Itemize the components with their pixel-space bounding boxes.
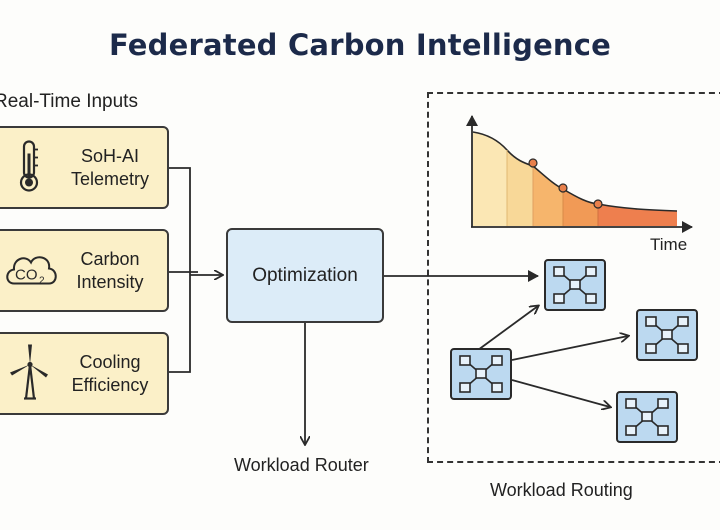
network-node-icon [544, 259, 606, 311]
workload-routing-frame [427, 92, 720, 463]
input-box-cooling-efficiency: Cooling Efficiency [0, 332, 169, 415]
network-node-icon [636, 309, 698, 361]
input-label-line1: SoH-AI [80, 145, 140, 166]
decay-chart: Time [466, 115, 693, 254]
decay-point-1 [528, 158, 538, 168]
decay-curve [472, 131, 678, 212]
input-label-cooling-efficiency: Cooling Efficiency [54, 351, 166, 397]
co2-cloud-icon: CO 2 [2, 243, 60, 298]
input-merge-connector [169, 167, 222, 373]
workload-routing-label: Workload Routing [490, 480, 633, 500]
page-title: Federated Carbon Intelligence [108, 28, 612, 62]
decay-band-5 [598, 204, 677, 226]
decay-band-2 [507, 150, 533, 226]
co2-text: CO [15, 266, 38, 283]
decay-band-3 [533, 166, 563, 226]
decay-band-4 [563, 189, 598, 226]
thermometer-icon [4, 135, 54, 200]
co2-subscript: 2 [39, 275, 45, 286]
optimization-box: Optimization [226, 228, 384, 323]
decay-band-1 [473, 132, 507, 226]
input-label-line1: Carbon [80, 248, 140, 269]
input-box-carbon-intensity: CO 2 Carbon Intensity [0, 229, 169, 312]
optimization-label: Optimization [252, 264, 358, 286]
input-label-line2: Efficiency [71, 374, 149, 395]
network-node-icon [616, 391, 678, 443]
network-node-icon [450, 348, 512, 400]
wind-turbine-icon [4, 340, 56, 407]
decay-point-2 [558, 183, 568, 193]
input-label-soh-telemetry: SoH-AI Telemetry [54, 145, 166, 191]
inputs-section-label: Real-Time Inputs [0, 91, 138, 112]
decay-point-3 [593, 199, 603, 209]
input-label-line1: Cooling [79, 351, 141, 372]
workload-router-label: Workload Router [234, 455, 369, 475]
input-box-soh-telemetry: SoH-AI Telemetry [0, 126, 169, 209]
input-label-line2: Telemetry [70, 168, 150, 189]
input-label-carbon-intensity: Carbon Intensity [54, 248, 166, 294]
time-axis-label: Time [650, 235, 687, 254]
routing-arrows [477, 306, 628, 407]
input-label-line2: Intensity [76, 271, 144, 292]
